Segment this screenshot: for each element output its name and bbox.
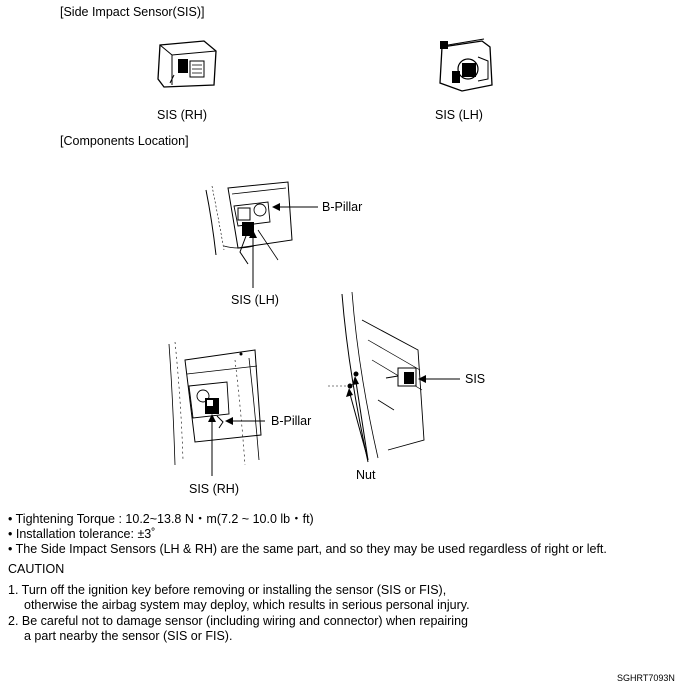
- nut-label: Nut: [356, 468, 376, 482]
- rh-sis-label: SIS (RH): [189, 482, 239, 496]
- side-view-sis-label: SIS: [465, 372, 486, 386]
- note-same-part: • The Side Impact Sensors (LH & RH) are …: [8, 542, 607, 556]
- lh-b-pillar-label: B-Pillar: [322, 200, 363, 214]
- sensor-heading: [Side Impact Sensor(SIS)]: [60, 5, 205, 19]
- note-tightening-torque: • Tightening Torque : 10.2~13.8 N・m(7.2 …: [8, 512, 314, 526]
- sis-lh-installation-figure: [198, 180, 303, 280]
- location-heading: [Components Location]: [60, 134, 189, 148]
- sis-lh-caption: SIS (LH): [435, 108, 483, 122]
- sis-lh-sensor-image: [432, 35, 502, 95]
- caution-item-1-line-2: otherwise the airbag system may deploy, …: [24, 598, 470, 612]
- rh-b-pillar-label: B-Pillar: [271, 414, 312, 428]
- caution-item-2-line-2: a part nearby the sensor (SIS or FIS).: [24, 629, 233, 643]
- sis-rh-sensor-image: [152, 35, 222, 90]
- caution-item-2-line-1: 2. Be careful not to damage sensor (incl…: [8, 614, 468, 628]
- caution-title: CAUTION: [8, 562, 65, 576]
- sis-side-view-figure: [328, 290, 438, 465]
- figure-code: SGHRT7093N: [617, 673, 675, 683]
- note-installation-tolerance: • Installation tolerance: ±3˚: [8, 527, 156, 541]
- lh-sis-label: SIS (LH): [231, 293, 279, 307]
- sis-rh-caption: SIS (RH): [157, 108, 207, 122]
- caution-item-1-line-1: 1. Turn off the ignition key before remo…: [8, 583, 447, 597]
- sis-rh-installation-figure: [165, 340, 275, 470]
